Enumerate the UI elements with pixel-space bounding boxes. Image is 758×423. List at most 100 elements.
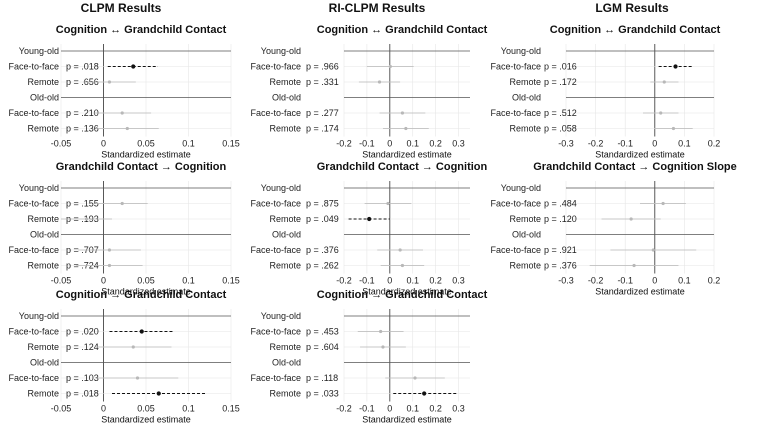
row-label: Face-to-face (250, 199, 301, 209)
p-value: p = .118 (306, 373, 338, 383)
x-axis-label: Standardized estimate (362, 287, 452, 297)
row-label: Remote (27, 389, 59, 399)
p-value: p = .103 (66, 373, 99, 383)
p-value: p = .049 (306, 214, 339, 224)
tick-label: -0.1 (359, 276, 375, 286)
p-value: p = .656 (66, 77, 99, 87)
panel-title: Cognition ↔ Grandchild Contact (550, 24, 721, 36)
estimate-point (131, 345, 135, 349)
row-label: Face-to-face (8, 199, 59, 209)
row-label: Face-to-face (250, 245, 301, 255)
p-value: p = .376 (306, 245, 339, 255)
x-axis-label: Standardized estimate (101, 415, 191, 423)
estimate-point (400, 111, 405, 115)
x-axis-label: Standardized estimate (101, 150, 191, 160)
row-label: Face-to-face (250, 327, 301, 337)
x-axis-label: Standardized estimate (362, 150, 452, 160)
row-label: Remote (27, 124, 59, 134)
panel-title: Cognition → Grandchild Contact (56, 289, 227, 301)
estimate-point (388, 64, 392, 69)
tick-label: -0.05 (51, 139, 72, 149)
p-value: p = .172 (544, 77, 577, 87)
row-label: Face-to-face (8, 373, 59, 383)
row-label: Face-to-face (8, 327, 59, 337)
tick-label: 0.2 (708, 276, 721, 286)
p-value: p = .155 (66, 199, 99, 209)
tick-label: 0.15 (222, 139, 240, 149)
tick-label: 0 (652, 139, 657, 149)
tick-label: 0.05 (137, 276, 155, 286)
estimate-point (381, 345, 385, 349)
p-value: p = .921 (544, 245, 577, 255)
estimate-point (400, 263, 405, 268)
row-label: Face-to-face (490, 199, 541, 209)
x-axis-label: Standardized estimate (595, 287, 685, 297)
estimate-point (156, 391, 161, 396)
estimate-point (671, 126, 676, 131)
tick-label: 0.1 (182, 139, 195, 149)
panel-title: Grandchild Contact → Cognition (317, 161, 488, 173)
row-label: Remote (269, 261, 301, 271)
tick-label: 0.05 (137, 139, 155, 149)
estimate-point (632, 263, 636, 268)
group-label: Young-old (261, 46, 301, 56)
panel-title: Cognition → Grandchild Contact (317, 289, 488, 301)
tick-label: 0.2 (429, 404, 442, 414)
p-value: p = .120 (544, 214, 577, 224)
tick-label: 0.05 (137, 404, 155, 414)
p-value: p = .277 (306, 108, 339, 118)
estimate-point (673, 64, 678, 69)
row-label: Remote (27, 261, 59, 271)
panel-title: Grandchild Contact → Cognition (56, 161, 227, 173)
estimate-point (107, 248, 112, 252)
estimate-point (404, 126, 408, 131)
forest-panel: Grandchild Contact → Cognition Slope-0.3… (490, 161, 736, 297)
tick-label: -0.2 (336, 404, 352, 414)
estimate-point (398, 248, 402, 252)
estimate-point (139, 329, 144, 334)
forest-panel: Cognition ↔ Grandchild Contact-0.3-0.2-0… (490, 24, 720, 160)
p-value: p = .875 (306, 199, 339, 209)
p-value: p = .512 (544, 108, 577, 118)
tick-label: 0 (387, 404, 392, 414)
row-label: Remote (509, 214, 541, 224)
estimate-point (120, 201, 124, 206)
tick-label: -0.1 (617, 276, 633, 286)
row-label: Remote (509, 261, 541, 271)
p-value: p = .016 (544, 62, 577, 72)
row-label: Face-to-face (490, 62, 541, 72)
tick-label: 0.1 (406, 276, 419, 286)
estimate-point (131, 64, 136, 69)
group-label: Old-old (512, 230, 541, 240)
p-value: p = .058 (544, 124, 577, 134)
tick-label: 0.2 (429, 276, 442, 286)
x-axis-label: Standardized estimate (101, 287, 191, 297)
estimate-point (386, 201, 390, 206)
estimate-point (107, 80, 112, 84)
column-title-lgm: LGM Results (595, 1, 669, 15)
estimate-point (651, 248, 655, 252)
panel-grid: Cognition ↔ Grandchild Contact -0.05 0 0.05… (8, 24, 736, 423)
estimate-point (659, 111, 663, 115)
p-value: p = .033 (306, 389, 339, 399)
column-title-ri-clpm: RI-CLPM Results (329, 1, 426, 15)
p-value: p = .174 (306, 124, 339, 134)
estimate-point (135, 376, 140, 380)
tick-label: 0.1 (678, 139, 691, 149)
p-value: p = .376 (544, 261, 577, 271)
group-label: Old-old (272, 93, 301, 103)
p-value: p = .484 (544, 199, 577, 209)
row-label: Face-to-face (250, 108, 301, 118)
estimate-point (629, 217, 633, 221)
group-label: Young-old (19, 183, 59, 193)
tick-label: 0.1 (182, 404, 195, 414)
tick-label: -0.3 (558, 139, 574, 149)
estimate-point (120, 111, 124, 115)
panel-title: Cognition ↔ Grandchild Contact (317, 24, 488, 36)
tick-label: 0 (101, 404, 106, 414)
tick-label: -0.2 (588, 276, 604, 286)
panel-title: Grandchild Contact → Cognition Slope (533, 161, 737, 173)
